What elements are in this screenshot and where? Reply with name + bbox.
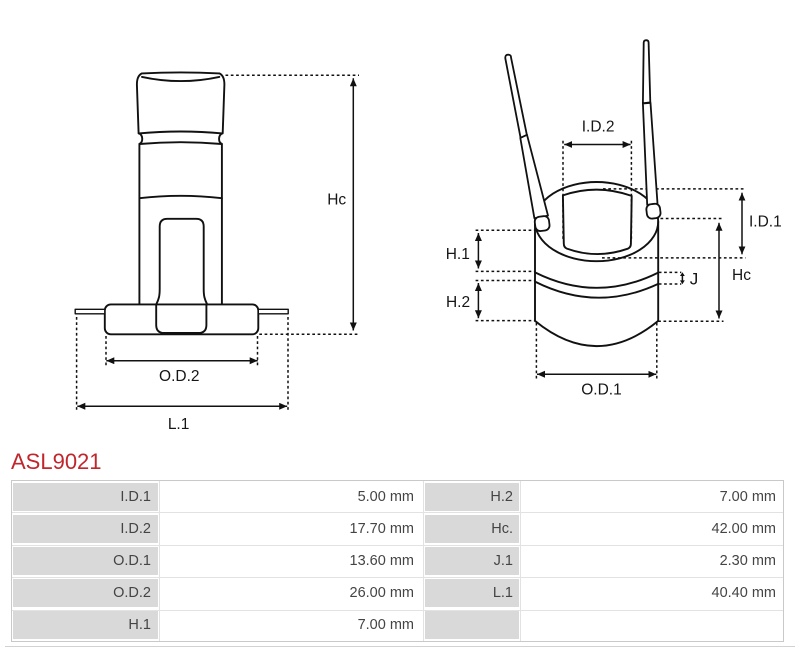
svg-text:Hc: Hc bbox=[732, 267, 751, 284]
svg-text:L.1: L.1 bbox=[168, 416, 190, 433]
svg-text:I.D.1: I.D.1 bbox=[749, 213, 782, 230]
svg-text:H.2: H.2 bbox=[446, 294, 470, 311]
svg-text:H.1: H.1 bbox=[446, 246, 470, 263]
svg-text:Hc: Hc bbox=[327, 191, 346, 208]
svg-text:J: J bbox=[690, 269, 699, 288]
svg-text:I.D.2: I.D.2 bbox=[582, 119, 615, 136]
svg-text:O.D.1: O.D.1 bbox=[581, 381, 621, 398]
svg-text:O.D.2: O.D.2 bbox=[159, 368, 199, 385]
